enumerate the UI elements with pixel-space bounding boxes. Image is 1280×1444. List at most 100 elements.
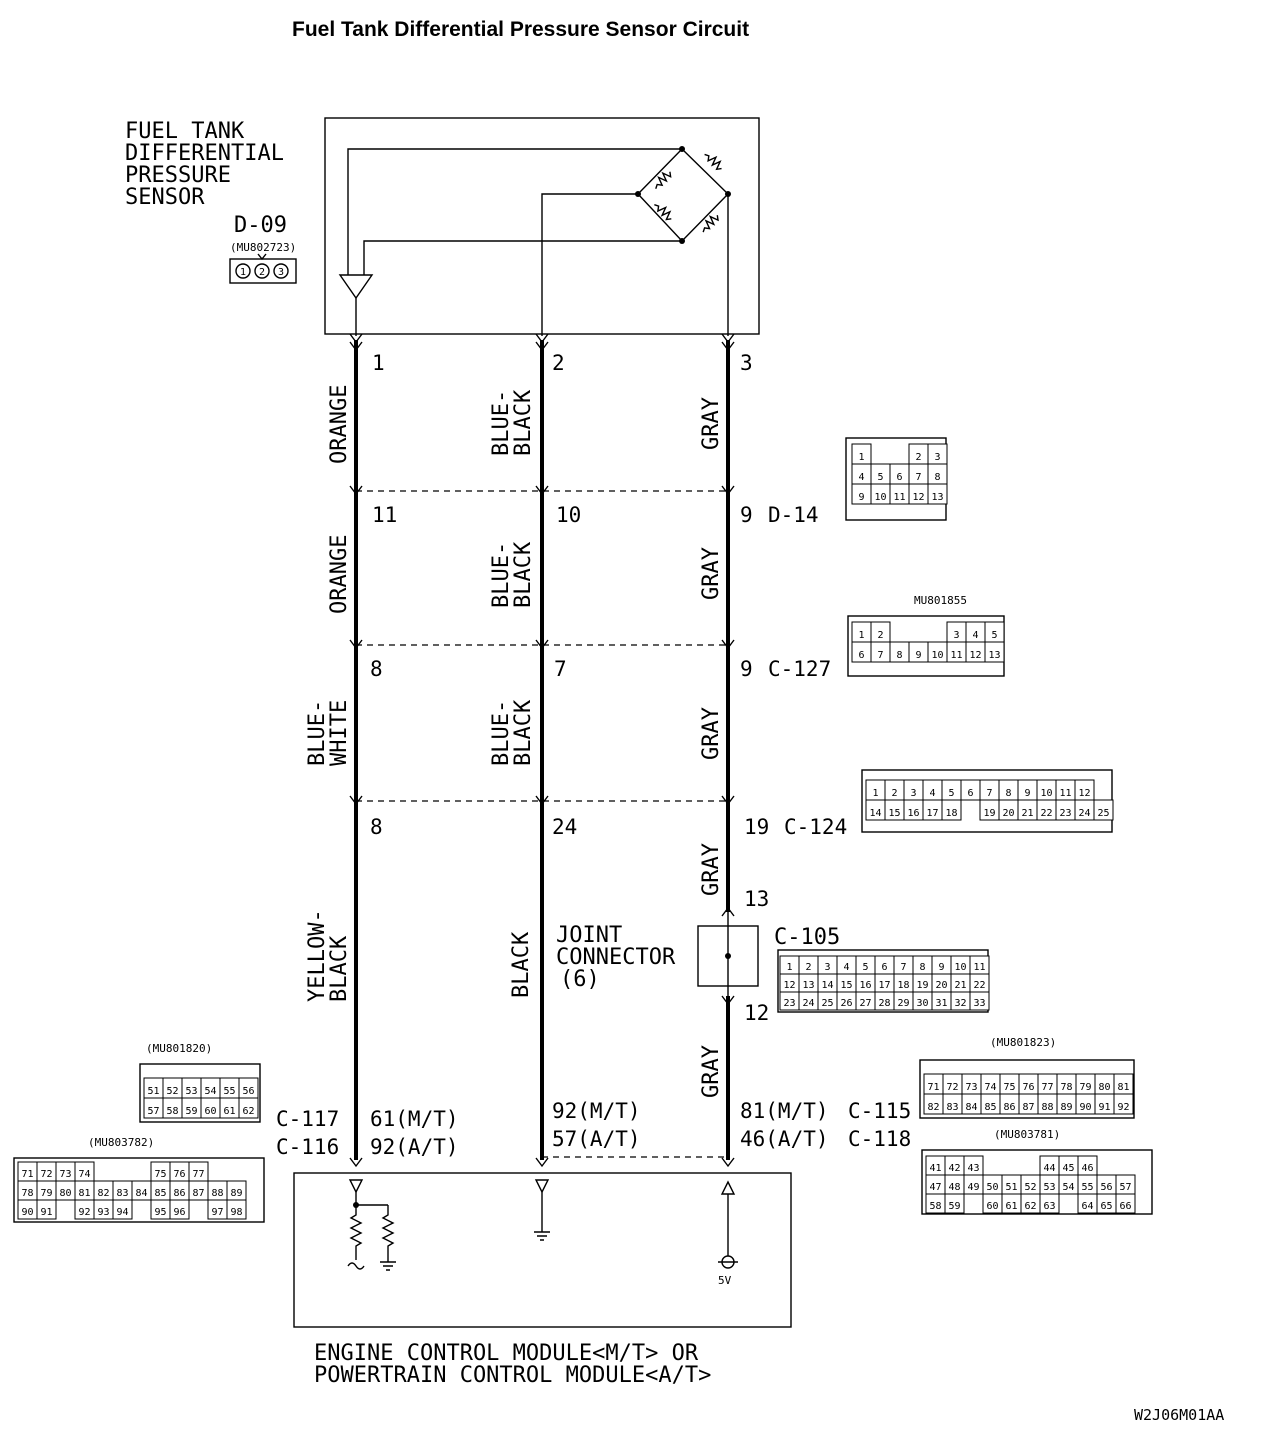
c118-face-cell [1039, 1193, 1060, 1214]
ecm-housing [293, 1172, 792, 1328]
c116-face-pin: 93 [97, 1207, 109, 1218]
amplifier-icon [338, 274, 374, 300]
wire-color-left-3a: BLUE- [305, 700, 330, 766]
c115-face-pin: 76 [1022, 1082, 1034, 1093]
c118-face-pin: 59 [948, 1201, 960, 1212]
c118-face-pin: 55 [1081, 1182, 1093, 1193]
c117-face-pin: 53 [185, 1086, 197, 1097]
c105-face-pin: 19 [916, 980, 928, 991]
c124-face-pin: 14 [869, 808, 881, 819]
c115-face-pin: 71 [927, 1082, 939, 1093]
c116-face-cell [36, 1199, 57, 1220]
c116-face-pin: 84 [135, 1188, 147, 1199]
connector-id-c117: C-117 [276, 1107, 339, 1131]
c118-face-pin: 42 [948, 1163, 960, 1174]
c115-face-pin: 92 [1117, 1102, 1129, 1113]
c118-face-pin: 44 [1043, 1163, 1055, 1174]
wire-colors: ORANGE ORANGE BLUE-WHITE YELLOW-BLACK BL… [305, 385, 724, 1098]
c116-face-pin: 83 [116, 1188, 128, 1199]
c105-face-pin: 25 [821, 998, 833, 1009]
pin-right-6: 12 [744, 1001, 769, 1025]
c105-face-pin: 16 [859, 980, 871, 991]
pin-left-4: 8 [370, 815, 383, 839]
joint-label-3: (6) [560, 967, 600, 992]
c115-face-pin: 84 [965, 1102, 977, 1113]
pin-left-3: 8 [370, 657, 383, 681]
c117-face-pin: 51 [147, 1086, 159, 1097]
pin-right-4: 19 [744, 815, 769, 839]
c127-face-pin: 12 [969, 650, 981, 661]
pin-middle-1: 2 [552, 351, 565, 375]
c116-face-pin: 94 [116, 1207, 128, 1218]
c105-face-pin: 3 [824, 962, 830, 973]
c116-face-pin: 98 [230, 1207, 242, 1218]
pin-right-1: 3 [740, 351, 753, 375]
c115-face-pin: 77 [1041, 1082, 1053, 1093]
sensor-name-line-1: FUEL TANK [125, 119, 245, 144]
c105-face-pin: 13 [802, 980, 814, 991]
diagram-title: Fuel Tank Differential Pressure Sensor C… [292, 18, 749, 41]
c118-face-pin: 45 [1062, 1163, 1074, 1174]
d14-face-pin: 6 [896, 472, 902, 483]
c117-face-pin: 58 [166, 1106, 178, 1117]
sensor-pin-3: 3 [278, 267, 284, 278]
wire-color-middle-3: BLUE-BLACK [489, 699, 536, 766]
c115-face-pin: 85 [984, 1102, 996, 1113]
d14-face-pin: 11 [893, 492, 905, 503]
c105-face-pin: 4 [843, 962, 849, 973]
c124-face-pin: 4 [929, 788, 935, 799]
connector-id-c118: C-118 [848, 1127, 911, 1151]
c116-face-cell [112, 1199, 133, 1220]
c117-face-pin: 56 [242, 1086, 254, 1097]
wire-color-left-4: YELLOW-BLACK [305, 909, 352, 1002]
connector-id-c124: C-124 [784, 815, 847, 839]
c116-face-pin: 74 [78, 1169, 90, 1180]
c118-face-pin: 57 [1119, 1182, 1131, 1193]
c118-face-pin: 54 [1062, 1182, 1074, 1193]
d14-face-pin: 9 [858, 492, 864, 503]
c105-face-pin: 1 [786, 962, 792, 973]
c105-face-pin: 33 [973, 998, 985, 1009]
c127-face-pin: 3 [953, 630, 959, 641]
c124-face-pin: 23 [1059, 808, 1071, 819]
c105-face-pin: 12 [783, 980, 795, 991]
c115-face-pin: 80 [1098, 1082, 1110, 1093]
c118-face-pin: 65 [1100, 1201, 1112, 1212]
wire-color-middle-4: BLACK [509, 931, 534, 998]
c116-face-pin: 78 [21, 1188, 33, 1199]
c115-face-pin: 90 [1079, 1102, 1091, 1113]
c124-face-pin: 6 [967, 788, 973, 799]
connector-id-d14: D-14 [768, 503, 819, 527]
c116-face-pin: 82 [97, 1188, 109, 1199]
sensor-connector-face: 1 2 3 [229, 253, 297, 284]
wire-color-left-1: ORANGE [327, 385, 352, 464]
wire-color-middle-2a: BLUE- [489, 542, 514, 608]
c118-face-pin: 64 [1081, 1201, 1093, 1212]
c105-face-pin: 28 [878, 998, 890, 1009]
ecm-pin-middle-mt: 92(M/T) [552, 1099, 641, 1123]
c124-face-pin: 25 [1097, 808, 1109, 819]
c115-face-pin: 81 [1117, 1082, 1129, 1093]
c116-face-pin: 75 [154, 1169, 166, 1180]
sensor-name: FUEL TANK DIFFERENTIAL PRESSURE SENSOR [125, 119, 284, 210]
c124-face-cell [941, 799, 962, 821]
c124-face-pin: 17 [926, 808, 938, 819]
c124-face-pin: 1 [872, 788, 878, 799]
c117-face-pin: 52 [166, 1086, 178, 1097]
wire-color-middle-3b: BLACK [511, 699, 536, 766]
c116-face-pin: 79 [40, 1188, 52, 1199]
pin-middle-4: 24 [552, 815, 577, 839]
c105-face-pin: 14 [821, 980, 833, 991]
ecm-pin-labels: C-117 C-116 61(M/T) 92(A/T) 92(M/T) 57(A… [276, 1099, 911, 1159]
joint-connector: JOINT CONNECTOR (6) C-105 [556, 912, 840, 996]
joint-connector-id: C-105 [774, 925, 840, 950]
c118-face-pin: 53 [1043, 1182, 1055, 1193]
c105-face-pin: 20 [935, 980, 947, 991]
c124-face-pin: 20 [1002, 808, 1014, 819]
c117-part-number: (MU801820) [146, 1042, 212, 1055]
module-name-line-1: ENGINE CONTROL MODULE<M/T> OR [314, 1341, 699, 1366]
